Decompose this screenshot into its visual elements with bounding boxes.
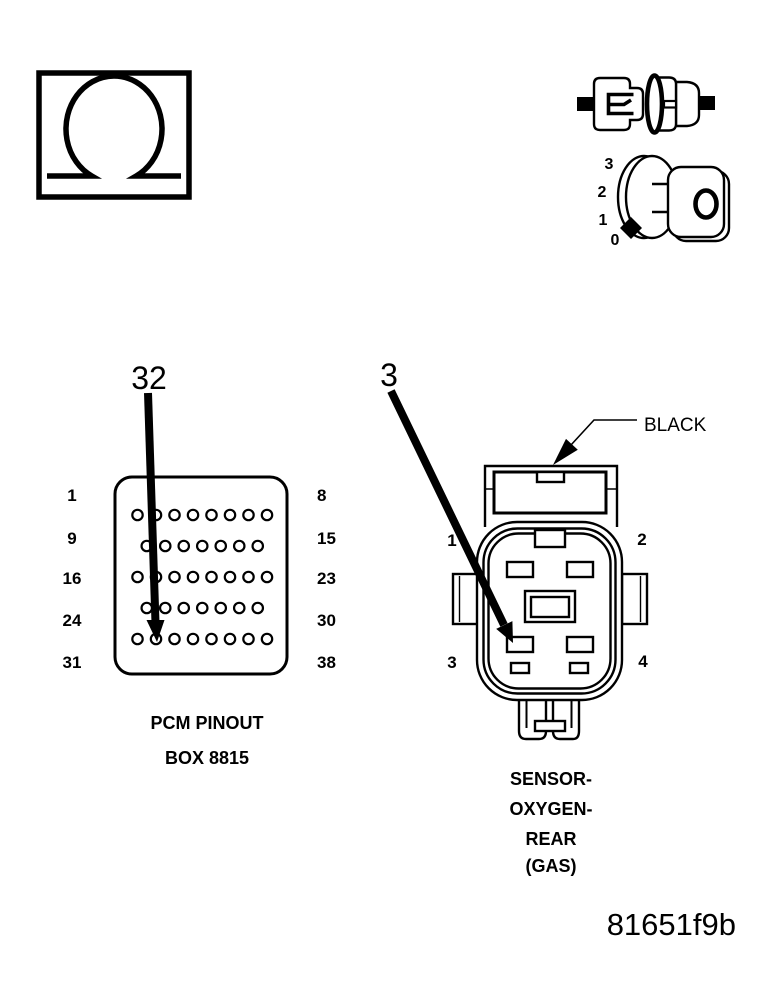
pcm-row-label-left: 1: [67, 486, 76, 505]
drain-slot-right: [568, 661, 590, 675]
pin-hole: [131, 570, 144, 584]
sensor-pin-label-3: 3: [447, 653, 456, 672]
pin-hole: [158, 601, 172, 615]
pcm-pin-arrowhead: [146, 620, 165, 642]
pcm-pin-grid: [131, 508, 274, 646]
center-cavity-inner: [529, 595, 571, 619]
pin-hole: [168, 570, 181, 584]
pin-hole: [242, 632, 255, 646]
pin-hole: [168, 632, 181, 646]
pin-hole: [232, 601, 246, 615]
figure-id: 81651f9b: [607, 907, 736, 942]
pin-hole: [205, 570, 218, 584]
pin-hole: [214, 601, 228, 615]
pin-hole: [186, 508, 200, 522]
pin-hole: [251, 539, 265, 553]
sensor-pin-arrow-shaft: [387, 389, 508, 627]
dial-reading-zero: [693, 188, 719, 220]
sensor-pin-label-4: 4: [638, 652, 648, 671]
pin-hole: [158, 539, 172, 553]
dial-scale-label: 0: [611, 232, 620, 249]
pin-hole: [168, 508, 181, 522]
terminal-cavity-4: [565, 635, 595, 654]
black-callout-arrowhead: [553, 438, 578, 465]
pin-hole: [186, 570, 200, 584]
pin-hole: [205, 632, 218, 646]
connector-half-male-rear: [674, 80, 701, 128]
omega-glyph: [47, 73, 181, 179]
dial-scale-label: 2: [598, 184, 607, 201]
pin-hole: [251, 601, 265, 615]
pcm-caption-line2: BOX 8815: [165, 748, 249, 768]
dial-scale-label: 3: [605, 156, 614, 173]
pcm-row-label-left: 24: [63, 611, 82, 630]
sensor-caption-line: SENSOR-: [510, 769, 592, 789]
sensor-wing-left: [451, 572, 480, 626]
pcm-row-label-left: 9: [67, 529, 76, 548]
range-dial-icon: 3 2 1 0: [598, 154, 731, 249]
pin-hole: [140, 601, 154, 615]
pcm-row-label-right: 15: [317, 529, 336, 548]
pin-hole: [195, 601, 209, 615]
pin-hole: [205, 508, 218, 522]
sensor-latch-tab: [535, 470, 566, 484]
pin-hole: [260, 632, 274, 646]
pin-hole: [195, 539, 209, 553]
pin-hole: [232, 539, 246, 553]
ohmmeter-symbol-icon: [36, 70, 192, 200]
pcm-row-label-right: 38: [317, 653, 336, 672]
oxygen-sensor-connector-diagram: 1 2 3 4 BLACK 3 SENSOR- OXYGEN- REAR (GA…: [380, 357, 707, 876]
sensor-pin-label-1: 1: [447, 531, 456, 550]
terminal-cavity-1: [505, 560, 535, 579]
sensor-caption-line: OXYGEN-: [509, 799, 592, 819]
pin-hole: [223, 570, 237, 584]
sensor-pin-callout: 3: [380, 357, 398, 393]
pin-hole: [186, 632, 200, 646]
pin-hole: [242, 570, 255, 584]
pcm-row-label-right: 30: [317, 611, 336, 630]
terminal-cavity-3: [505, 635, 535, 654]
harness-connector-icon: [577, 73, 715, 135]
pin-hole: [223, 508, 237, 522]
sensor-caption-line: REAR: [525, 829, 576, 849]
pin-hole: [223, 632, 237, 646]
sensor-pin-label-2: 2: [637, 530, 646, 549]
pin-hole: [260, 508, 274, 522]
sensor-keyway: [533, 528, 567, 549]
pcm-row-label-left: 16: [63, 569, 82, 588]
pin-hole: [131, 508, 144, 522]
pcm-caption-line1: PCM PINOUT: [150, 713, 263, 733]
terminal-cavity-2: [565, 560, 595, 579]
pin-hole: [177, 601, 191, 615]
connector-seal-ring: [644, 73, 665, 135]
pcm-row-label-right: 8: [317, 486, 326, 505]
dial-scale-label: 1: [599, 212, 608, 229]
wire-stub-left: [577, 97, 594, 111]
sensor-caption-line: (GAS): [526, 856, 577, 876]
connector-slot: [662, 99, 678, 109]
sensor-wing-right: [620, 572, 649, 626]
pcm-row-label-right: 23: [317, 569, 336, 588]
pin-hole: [131, 632, 144, 646]
pcm-pin-arrow-shaft: [144, 392, 160, 624]
dial-pointer-diamond: [620, 217, 642, 239]
wire-stub-right: [699, 96, 715, 110]
pcm-row-label-left: 31: [63, 653, 82, 672]
pin-hole: [242, 508, 255, 522]
sensor-bottom-leg-lines: [525, 700, 573, 728]
drain-slot-left: [509, 661, 531, 675]
sensor-bottom-crossbar: [533, 719, 567, 733]
pin-hole: [177, 539, 191, 553]
pin-hole: [260, 570, 274, 584]
terminal-tongue: [608, 98, 632, 107]
sensor-pin-arrowhead: [496, 621, 513, 643]
pcm-connector-diagram: 32 1 9 16 24 31 8 15 23 30 38 PCM PINOUT…: [63, 360, 336, 768]
sensor-latch-housing: [483, 464, 619, 527]
sensor-body-mid: [482, 527, 617, 695]
pcm-pin-callout: 32: [131, 360, 167, 396]
wire-color-label: BLACK: [644, 415, 707, 436]
pin-hole: [214, 539, 228, 553]
